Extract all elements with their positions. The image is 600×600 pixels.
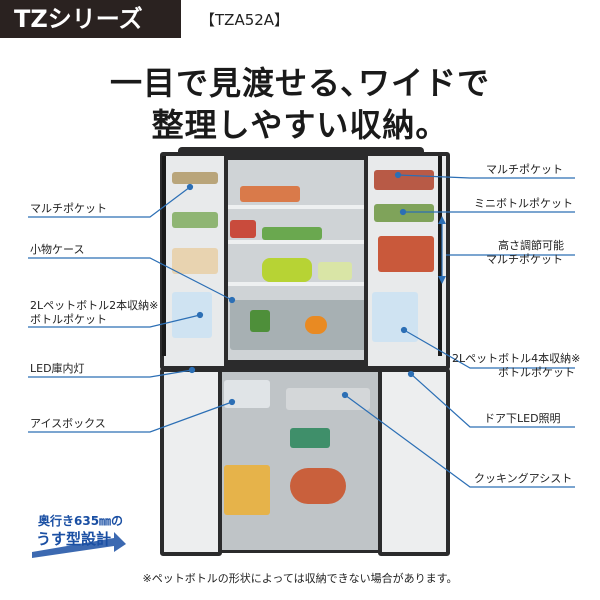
callout-2l-bottle-2: 2Lペットボトル2本収納※ [30,299,159,312]
food-pizza [290,468,346,504]
footnote: ※ペットボトルの形状によっては収納できない場合があります。 [142,572,458,585]
food-cakes [240,186,300,202]
door-handle [162,156,166,356]
depth-badge-line-1: 奥行き635㎜の [38,514,124,528]
callout-small-item-case: 小物ケース [30,243,85,256]
door-handle [438,156,442,356]
callout-mini-bottle-pocket: ミニボトルポケット [474,197,573,210]
food-frozen-stack [224,465,270,515]
model-number: 【TZA52A】 [200,11,290,29]
callout-multi-pocket-left: マルチポケット [30,202,107,215]
shelf [212,205,382,209]
door-pocket-items [172,248,218,274]
callout-door-led: ドア下LED照明 [484,412,561,425]
callout-height-adjustable: 高さ調節可能 [498,239,564,252]
food-salad-plate [262,227,322,240]
callout-bottle-pocket-left: ボトルポケット [30,313,107,326]
food-bowl [318,262,352,280]
callout-cooking-assist: クッキングアシスト [474,472,573,485]
door-pocket-items [374,170,434,190]
door-bottles [172,292,212,338]
food-container [230,220,256,238]
callout-multi-pocket-adjustable: マルチポケット [486,253,563,266]
door-pocket-items [172,212,218,228]
right-bottom-door [378,368,450,556]
shelf [212,240,382,244]
food-oranges [305,316,327,334]
callout-led-light: LED庫内灯 [30,362,85,375]
depth-badge-line-2: うす型設計 [36,530,112,548]
door-pocket-items [172,172,218,184]
food-frozen-vegetables [290,428,330,448]
door-cans [378,236,434,272]
food-green-pot [262,258,312,282]
headline-line-1: 一目で見渡せる､ワイドで [109,64,490,102]
callout-ice-box: アイスボックス [30,417,106,430]
depth-arrow-icon [32,532,126,558]
callout-bottle-pocket-right: ボトルポケット [498,366,575,379]
headline-line-2: 整理しやすい収納。 [151,106,449,144]
food-vegetables [250,310,270,332]
callout-2l-bottle-4: 2Lペットボトル4本収納※ [452,352,581,365]
left-bottom-door [160,368,222,556]
callout-multi-pocket-right: マルチポケット [486,163,563,176]
series-title-tab: TZシリーズ [0,0,181,38]
shelf [212,282,382,286]
cooking-assist-tray [286,388,370,410]
